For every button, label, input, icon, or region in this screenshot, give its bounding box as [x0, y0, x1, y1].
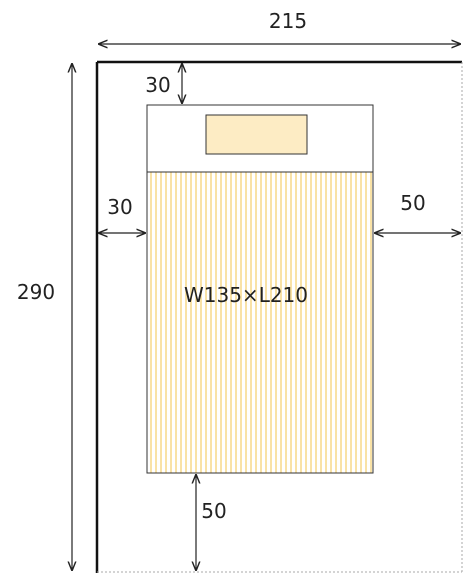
bed-mattress — [146, 171, 374, 474]
room-width-label: 215 — [269, 9, 307, 33]
right-gap-label: 50 — [400, 191, 425, 215]
top-gap-label: 30 — [145, 73, 170, 97]
left-gap-label: 30 — [107, 195, 132, 219]
pillow — [205, 114, 308, 155]
bottom-gap-label: 50 — [201, 499, 226, 523]
room-length-label: 290 — [17, 280, 55, 304]
bed-size-label: W135×L210 — [184, 283, 308, 307]
